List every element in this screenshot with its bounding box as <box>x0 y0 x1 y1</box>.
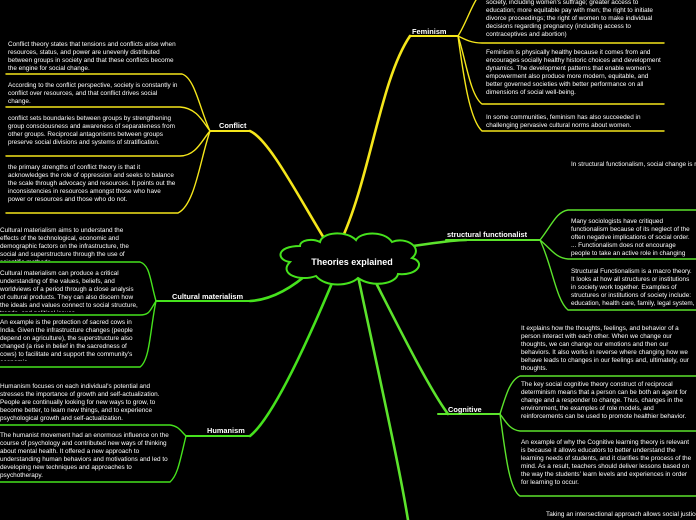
cultural-materialism-note-3[interactable]: An example is the protection of sacred c… <box>0 319 133 361</box>
cultural-materialism-note-1[interactable]: Cultural materialism aims to understand … <box>0 227 129 261</box>
conflict-note-3[interactable]: conflict sets boundaries between groups … <box>8 115 175 147</box>
conflict-note-1[interactable]: Conflict theory states that tensions and… <box>8 41 176 73</box>
conflict-note-4[interactable]: the primary strengths of conflict theory… <box>8 164 176 204</box>
central-topic-cloud <box>279 232 420 286</box>
feminism-note-2[interactable]: Feminism is physically healthy because i… <box>486 49 661 97</box>
branch-cognitive[interactable]: Cognitive <box>448 405 482 414</box>
humanism-note-1[interactable]: Humanism focuses on each individual's po… <box>0 383 160 423</box>
branch-conflict[interactable]: Conflict <box>219 121 247 130</box>
branch-structural-functionalist[interactable]: structural functionalist <box>447 230 528 239</box>
conflict-note-2[interactable]: According to the conflict perspective, s… <box>8 82 178 106</box>
structural-functionalist-note-3[interactable]: Structural Functionalism is a macro theo… <box>571 268 695 308</box>
branch-cultural-materialism[interactable]: Cultural materialism <box>172 292 244 301</box>
structural-functionalist-note-1[interactable]: In structural functionalism, social chan… <box>571 161 696 168</box>
feminism-note-3[interactable]: In some communities, feminism has also s… <box>486 114 641 130</box>
branch-feminism[interactable]: Feminism <box>412 27 447 36</box>
cognitive-note-1[interactable]: It explains how the thoughts, feelings, … <box>521 325 689 373</box>
cognitive-note-3[interactable]: An example of why the Cognitive learning… <box>521 439 692 487</box>
central-topic[interactable]: Theories explained <box>311 257 393 267</box>
cognitive-note-2[interactable]: The key social cognitive theory construc… <box>521 381 687 421</box>
intersectional-note[interactable]: Taking an intersectional approach allows… <box>546 511 696 518</box>
structural-functionalist-note-2[interactable]: Many sociologists have critiqued functio… <box>571 218 690 258</box>
cultural-materialism-note-2[interactable]: Cultural materialism can produce a criti… <box>0 270 138 312</box>
feminism-note-1[interactable]: society, including women's suffrage; gre… <box>486 0 653 39</box>
humanism-note-2[interactable]: The humanist movement had an enormous in… <box>0 432 169 480</box>
branch-humanism[interactable]: Humanism <box>207 426 245 435</box>
